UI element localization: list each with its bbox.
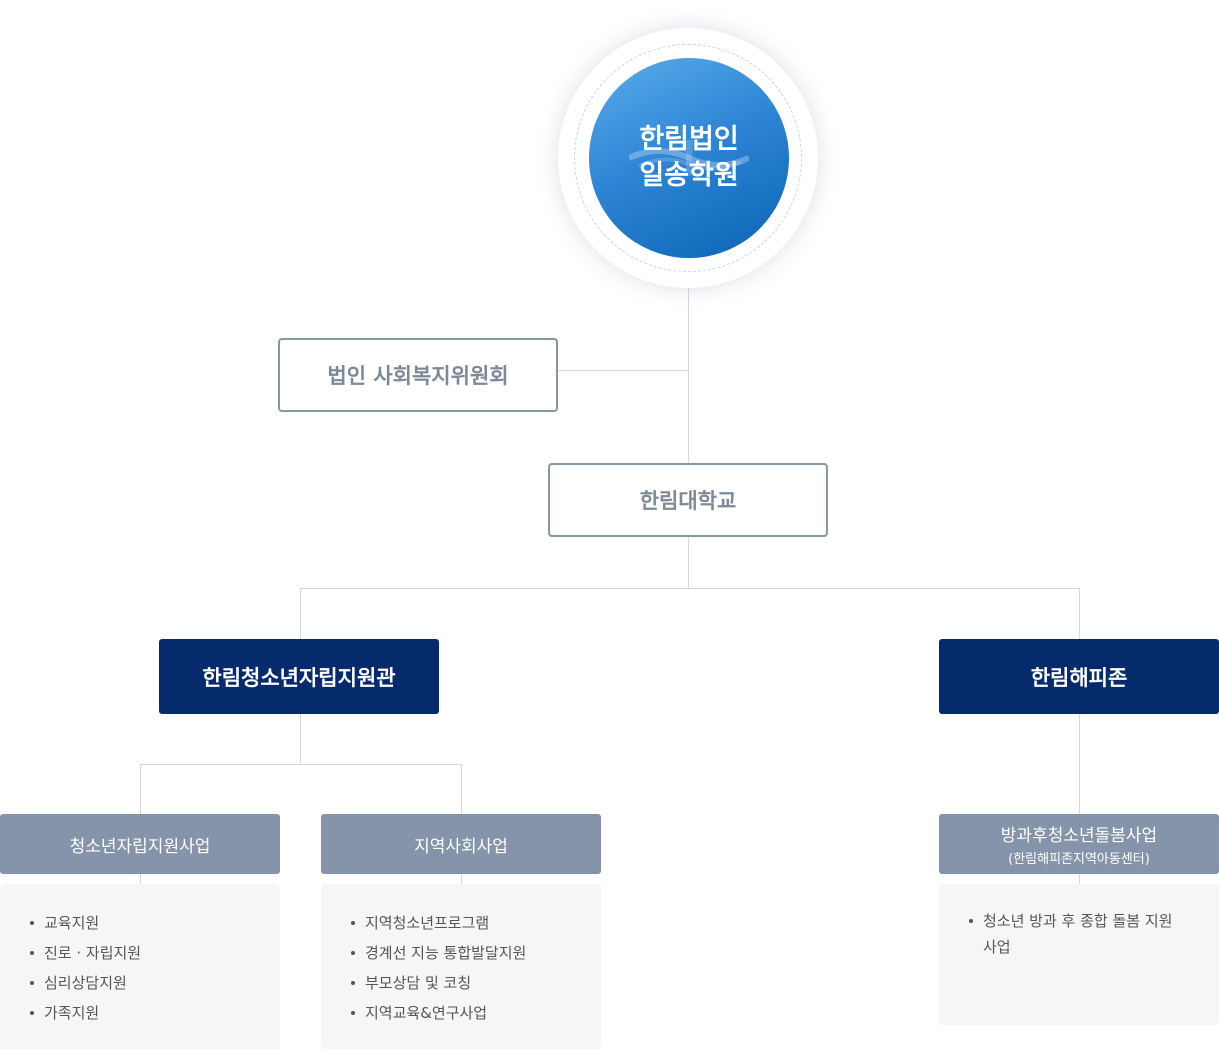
list-item: 교육지원 <box>28 908 260 938</box>
connector-programs-horizontal <box>140 764 462 765</box>
list-item: 지역청소년프로그램 <box>349 908 581 938</box>
emblem-watermark-icon <box>629 140 749 176</box>
connector-to-happy-zone <box>1079 588 1080 639</box>
node-youth-center: 한림청소년자립지원관 <box>159 639 439 714</box>
root-node-ilsong-foundation: 한림법인 일송학원 <box>589 58 789 258</box>
connector-university-down <box>688 537 689 588</box>
program-community: 지역사회사업 <box>321 814 601 874</box>
program-title: 지역사회사업 <box>414 836 508 857</box>
connector-committee <box>557 370 688 371</box>
program-subtitle: (한림해피존지역아동센터) <box>1008 852 1150 867</box>
program-title: 방과후청소년돌봄사업 <box>1000 826 1158 846</box>
list-item: 부모상담 및 코칭 <box>349 968 581 998</box>
connector-program-3-card <box>1079 874 1080 884</box>
root-name-line1: 한림법인 <box>639 124 739 155</box>
list-item: 진로 · 자립지원 <box>28 938 260 968</box>
node-hallym-university: 한림대학교 <box>548 463 828 537</box>
connector-branch-horizontal <box>300 588 1080 589</box>
program-title: 청소년자립지원사업 <box>69 836 211 857</box>
list-item: 지역교육&연구사업 <box>349 998 581 1028</box>
connector-program-1-card <box>140 874 141 884</box>
program-youth-independence: 청소년자립지원사업 <box>0 814 280 874</box>
program-card-youth-independence: 교육지원 진로 · 자립지원 심리상담지원 가족지원 <box>0 884 280 1049</box>
root-name-line2: 일송학원 <box>639 160 739 191</box>
list-item: 청소년 방과 후 종합 돌봄 지원 사업 <box>967 908 1179 960</box>
program-item-list: 청소년 방과 후 종합 돌봄 지원 사업 <box>967 908 1179 960</box>
program-after-school-care: 방과후청소년돌봄사업 (한림해피존지역아동센터) <box>939 814 1219 874</box>
connector-youth-center-down <box>300 714 301 764</box>
node-happy-zone: 한림해피존 <box>939 639 1219 714</box>
connector-to-youth-center <box>300 588 301 639</box>
root-dashed-ring <box>574 44 802 272</box>
list-item: 심리상담지원 <box>28 968 260 998</box>
program-card-community: 지역청소년프로그램 경계선 지능 통합발달지원 부모상담 및 코칭 지역교육&연… <box>321 884 601 1049</box>
connector-happy-zone-down <box>1079 714 1080 814</box>
program-item-list: 교육지원 진로 · 자립지원 심리상담지원 가족지원 <box>28 908 260 1028</box>
program-card-after-school-care: 청소년 방과 후 종합 돌봄 지원 사업 <box>939 884 1219 1025</box>
connector-to-program-2 <box>461 764 462 814</box>
list-item: 경계선 지능 통합발달지원 <box>349 938 581 968</box>
list-item: 가족지원 <box>28 998 260 1028</box>
connector-program-2-card <box>461 874 462 884</box>
node-welfare-committee: 법인 사회복지위원회 <box>278 338 558 412</box>
connector-root-to-university <box>688 288 689 464</box>
program-item-list: 지역청소년프로그램 경계선 지능 통합발달지원 부모상담 및 코칭 지역교육&연… <box>349 908 581 1028</box>
connector-to-program-1 <box>140 764 141 814</box>
